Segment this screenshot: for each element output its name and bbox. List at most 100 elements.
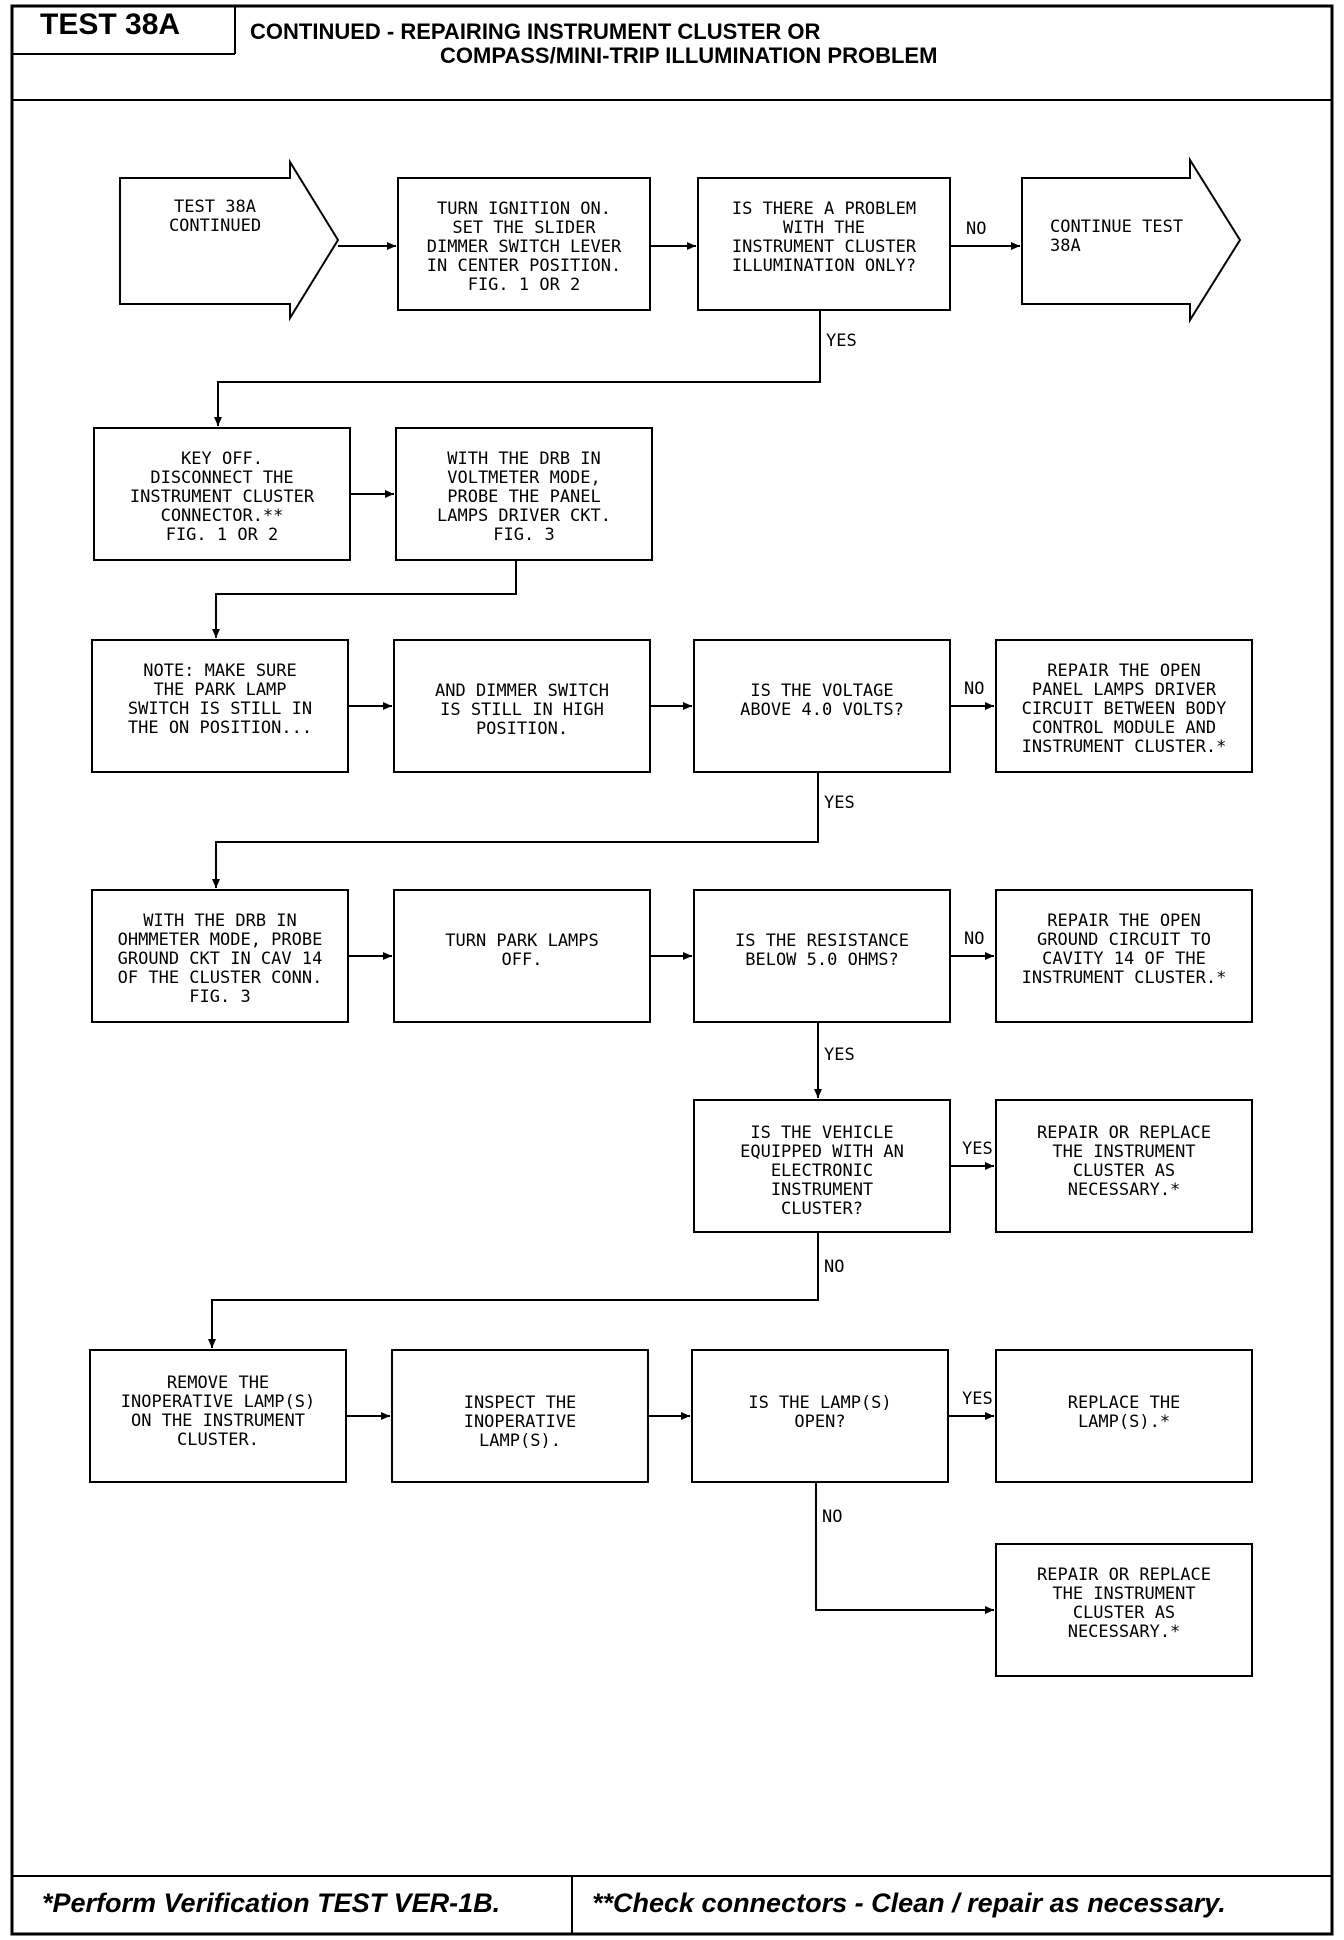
node-text-line: WITH THE bbox=[783, 218, 865, 238]
node-text-line: CAVITY 14 OF THE bbox=[1042, 949, 1206, 969]
node-text-line: OF THE CLUSTER CONN. bbox=[118, 968, 323, 988]
node-text-line: CONTROL MODULE AND bbox=[1032, 718, 1216, 738]
node-text-line: INSTRUMENT CLUSTER bbox=[130, 487, 315, 507]
label-no: NO bbox=[966, 219, 986, 239]
node-text-line: OFF. bbox=[502, 950, 543, 970]
node-text-line: REPAIR OR REPLACE bbox=[1037, 1565, 1211, 1585]
label-no: NO bbox=[964, 929, 984, 949]
edge-question-yes-keyoff bbox=[214, 310, 821, 426]
node-text-line: CIRCUIT BETWEEN BODY bbox=[1022, 699, 1227, 719]
node-text-line: OHMMETER MODE, PROBE bbox=[118, 930, 323, 950]
node-repair-ground bbox=[995, 889, 1253, 1023]
node-text-line: INSTRUMENT CLUSTER bbox=[732, 237, 917, 257]
node-text-line: TURN IGNITION ON. bbox=[437, 199, 611, 219]
node-text-line: PROBE THE PANEL bbox=[447, 487, 601, 507]
node-text-line: IS STILL IN HIGH bbox=[440, 700, 604, 720]
node-text-line: IS THE LAMP(S) bbox=[748, 1393, 891, 1413]
node-text-line: OPEN? bbox=[794, 1412, 845, 1432]
node-text-line: INOPERATIVE bbox=[464, 1412, 577, 1432]
node-text-line: PANEL LAMPS DRIVER bbox=[1032, 680, 1217, 700]
node-repair-driver bbox=[995, 639, 1253, 773]
node-turn-ignition bbox=[397, 177, 651, 311]
node-text-line: FIG. 1 OR 2 bbox=[166, 525, 279, 545]
node-text-line: GROUND CIRCUIT TO bbox=[1037, 930, 1211, 950]
node-text-line: INSTRUMENT bbox=[771, 1180, 873, 1200]
node-continue-arrow bbox=[1021, 156, 1242, 324]
node-text-line: SWITCH IS STILL IN bbox=[128, 699, 312, 719]
node-text-line: THE INSTRUMENT bbox=[1052, 1142, 1195, 1162]
node-text-line: IS THE VEHICLE bbox=[750, 1123, 893, 1143]
node-text-line: CLUSTER AS bbox=[1073, 1161, 1175, 1181]
label-yes: YES bbox=[826, 331, 857, 351]
page-title-line-1: CONTINUED - REPAIRING INSTRUMENT CLUSTER… bbox=[250, 19, 821, 44]
node-text-line: THE INSTRUMENT bbox=[1052, 1584, 1195, 1604]
node-text-line: WITH THE DRB IN bbox=[447, 449, 601, 469]
node-text-line: SET THE SLIDER bbox=[452, 218, 596, 238]
node-text-line: CLUSTER. bbox=[177, 1430, 259, 1450]
node-text-line: LAMP(S). bbox=[479, 1431, 561, 1451]
node-text-line: FIG. 3 bbox=[493, 525, 554, 545]
node-text-line: INOPERATIVE LAMP(S) bbox=[121, 1392, 315, 1412]
node-text-line: REMOVE THE bbox=[167, 1373, 269, 1393]
node-text-line: ABOVE 4.0 VOLTS? bbox=[740, 700, 904, 720]
page-title: CONTINUED - REPAIRING INSTRUMENT CLUSTER… bbox=[250, 20, 937, 68]
node-text-line: AND DIMMER SWITCH bbox=[435, 681, 609, 701]
label-yes: YES bbox=[962, 1389, 993, 1409]
footer-connector-note: **Check connectors - Clean / repair as n… bbox=[592, 1888, 1226, 1918]
node-text-line: INSPECT THE bbox=[464, 1393, 577, 1413]
page-title-line-2: COMPASS/MINI-TRIP ILLUMINATION PROBLEM bbox=[440, 43, 938, 68]
node-text-line: CONNECTOR.** bbox=[161, 506, 284, 526]
node-text-line: LAMPS DRIVER CKT. bbox=[437, 506, 611, 526]
node-text-line: VOLTMETER MODE, bbox=[447, 468, 601, 488]
node-text-line: DISCONNECT THE bbox=[150, 468, 293, 488]
node-text-line: TEST 38A bbox=[174, 197, 256, 217]
node-text-line: THE ON POSITION... bbox=[128, 718, 312, 738]
node-text-line: KEY OFF. bbox=[181, 449, 263, 469]
node-text-line: EQUIPPED WITH AN bbox=[740, 1142, 904, 1162]
node-replace-lamp bbox=[995, 1349, 1253, 1483]
node-text-line: POSITION. bbox=[476, 719, 568, 739]
label-no: NO bbox=[824, 1257, 844, 1277]
node-text-line: REPAIR OR REPLACE bbox=[1037, 1123, 1211, 1143]
node-text-line: REPLACE THE bbox=[1068, 1393, 1181, 1413]
node-text-line: FIG. 3 bbox=[189, 987, 250, 1007]
node-text-line: CLUSTER? bbox=[781, 1199, 863, 1219]
node-text-line: REPAIR THE OPEN bbox=[1047, 911, 1201, 931]
test-number-label: TEST 38A bbox=[40, 8, 181, 41]
edge-electronic-no-remove bbox=[208, 1232, 819, 1348]
node-text-line: INSTRUMENT CLUSTER.* bbox=[1022, 968, 1227, 988]
node-replace-cluster-1 bbox=[995, 1099, 1253, 1233]
node-text-line: NECESSARY.* bbox=[1068, 1180, 1181, 1200]
node-replace-cluster-2 bbox=[995, 1543, 1253, 1677]
node-text-line: IS THE VOLTAGE bbox=[750, 681, 893, 701]
node-text-line: IN CENTER POSITION. bbox=[427, 256, 621, 276]
node-drb-voltmeter bbox=[395, 427, 653, 561]
node-text-line: BELOW 5.0 OHMS? bbox=[745, 950, 899, 970]
node-question-problem bbox=[697, 177, 951, 311]
node-text-line: INSTRUMENT CLUSTER.* bbox=[1022, 737, 1227, 757]
edge-drb-to-note bbox=[212, 560, 517, 638]
label-yes: YES bbox=[824, 1045, 855, 1065]
node-text-line: NECESSARY.* bbox=[1068, 1622, 1181, 1642]
node-text-line: ELECTRONIC bbox=[771, 1161, 873, 1181]
node-text-line: ON THE INSTRUMENT bbox=[131, 1411, 305, 1431]
edge-voltage-yes-ohm bbox=[212, 772, 819, 888]
